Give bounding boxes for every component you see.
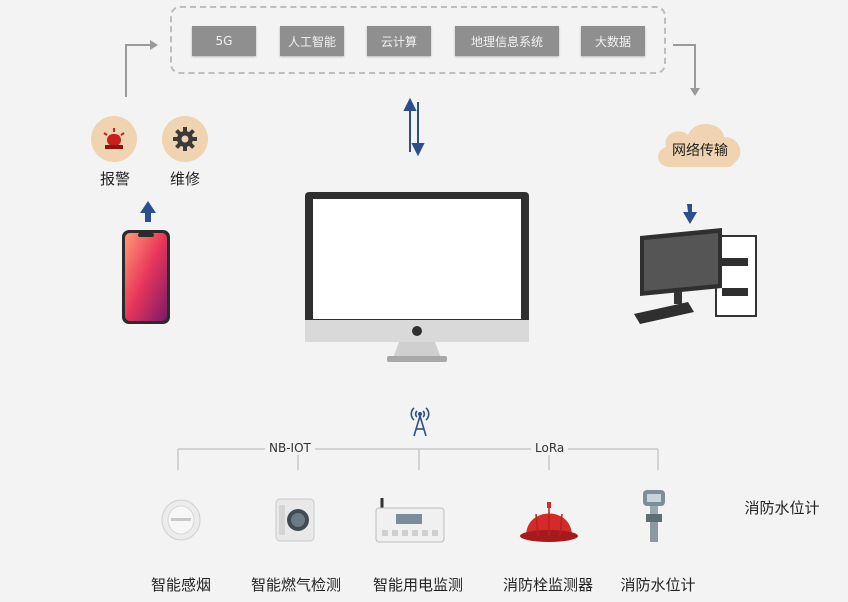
alarm-light-icon <box>103 128 125 149</box>
desktop-computer-icon <box>634 228 757 324</box>
cloud-icon <box>658 123 741 167</box>
device-label-smoke: 智能感烟 <box>150 576 211 594</box>
tech-item-gis: 地理信息系统 <box>455 26 559 56</box>
device-label-water-level: 消防水位计 <box>620 576 696 594</box>
technology-group <box>170 6 666 74</box>
gas-detector-icon <box>275 498 315 542</box>
repair-label: 维修 <box>169 170 200 188</box>
cloud-label: 网络传输 <box>672 143 728 159</box>
gear-icon <box>173 127 197 151</box>
repair-circle <box>162 116 208 162</box>
device-label-power: 智能用电监测 <box>372 576 463 594</box>
bidirectional-arrow-icon <box>403 97 425 157</box>
device-label-hydrant: 消防栓监测器 <box>502 576 593 594</box>
alarm-label: 报警 <box>99 170 130 188</box>
side-label-water-level: 消防水位计 <box>744 499 820 517</box>
alarm-circle <box>91 116 137 162</box>
antenna-icon <box>410 407 430 437</box>
tech-item-ai: 人工智能 <box>280 26 344 56</box>
nbiot-label: NB-IOT <box>265 441 315 455</box>
power-monitor-icon <box>375 498 445 543</box>
smoke-detector-icon <box>161 499 201 541</box>
tech-item-big-data: 大数据 <box>581 26 645 56</box>
tech-item-5g: 5G <box>192 26 256 56</box>
tech-item-cloud-computing: 云计算 <box>367 26 431 56</box>
monitor-icon <box>305 192 529 362</box>
lora-label: LoRa <box>531 441 569 455</box>
smartphone-icon <box>122 230 170 324</box>
hydrant-monitor-icon <box>520 502 578 542</box>
device-label-gas: 智能燃气检测 <box>250 576 341 594</box>
water-level-gauge-icon <box>643 490 665 542</box>
